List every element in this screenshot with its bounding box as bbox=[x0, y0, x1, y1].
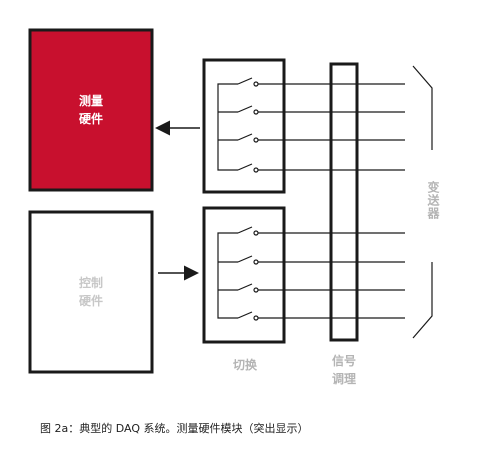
signal-conditioning-bar bbox=[329, 62, 359, 342]
control-hardware-label: 控制 硬件 bbox=[78, 276, 103, 308]
conditioning-crossings bbox=[331, 83, 357, 319]
switch-block-bottom bbox=[202, 206, 286, 344]
figure-caption: 图 2a：典型的 DAQ 系统。测量硬件模块（突出显示） bbox=[40, 422, 309, 435]
switch-wiring-bottom bbox=[217, 232, 238, 319]
measurement-hardware-label: 测量 硬件 bbox=[78, 94, 103, 126]
sensor-bracket bbox=[412, 65, 433, 339]
switch-wiring-top bbox=[217, 83, 238, 171]
switches-bottom bbox=[237, 226, 259, 321]
switch-label: 切换 bbox=[232, 358, 257, 372]
control-hardware-box bbox=[28, 210, 154, 374]
signal-conditioning-label: 信号 调理 bbox=[331, 354, 356, 386]
switch-block-top bbox=[202, 58, 286, 194]
switches-top bbox=[237, 77, 259, 173]
sensor-label: 变送器 bbox=[426, 181, 440, 220]
measurement-hardware-box bbox=[28, 28, 154, 192]
